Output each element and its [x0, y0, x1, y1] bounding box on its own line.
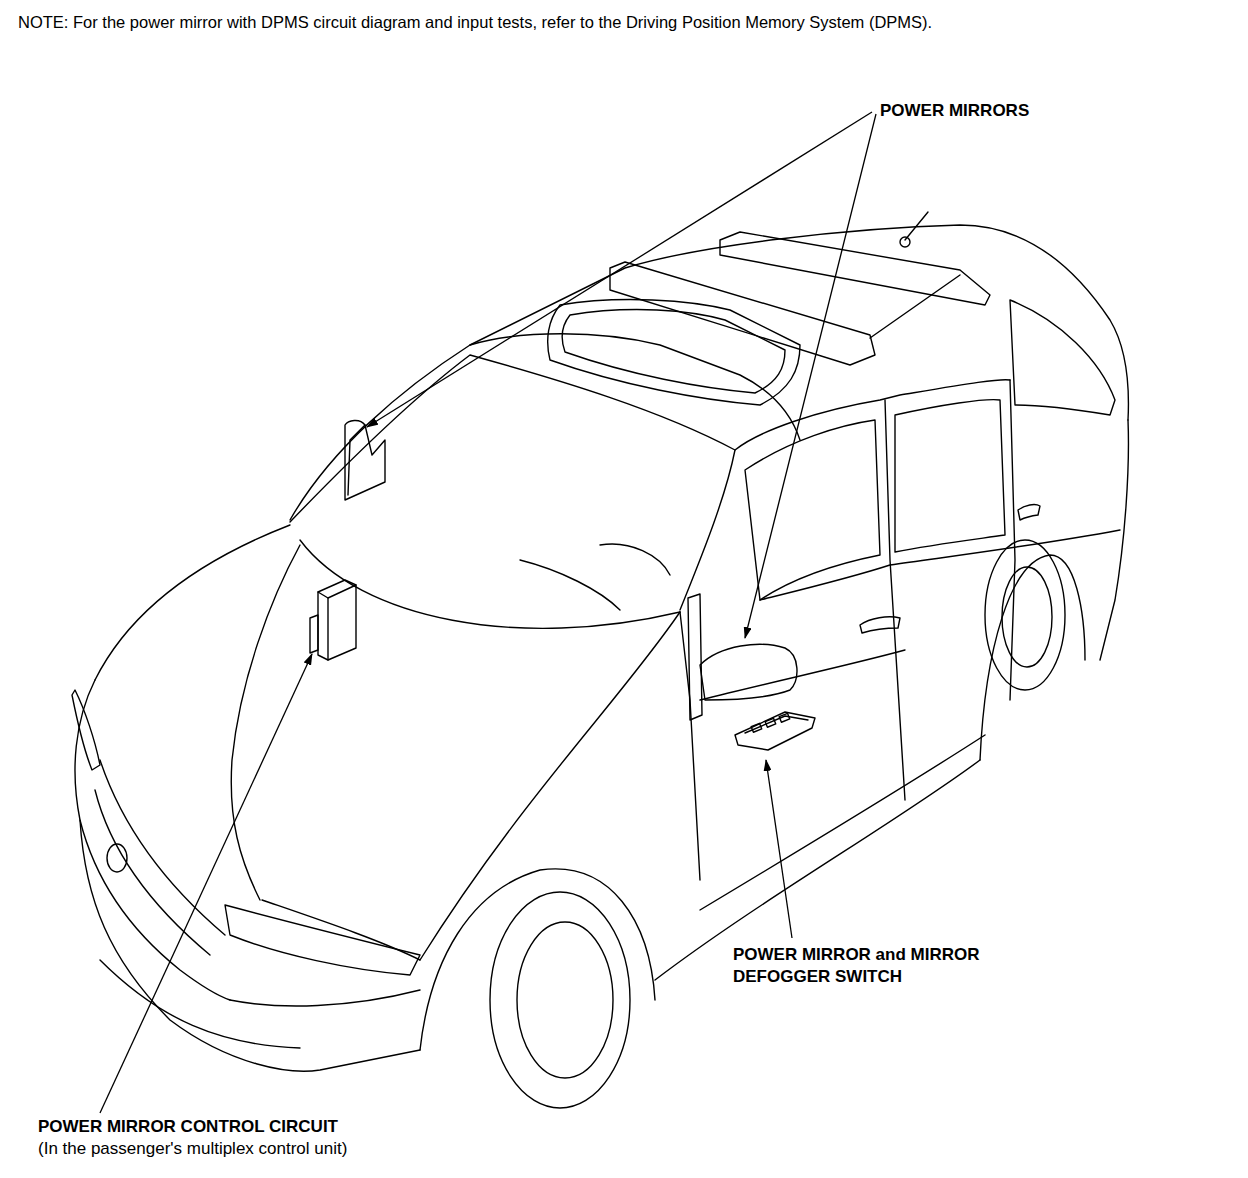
- note-text: NOTE: For the power mirror with DPMS cir…: [18, 12, 932, 32]
- part-location-note: (In the passenger's multiplex control un…: [38, 1138, 347, 1160]
- part-name: POWER MIRRORS: [880, 100, 1029, 122]
- part-name: POWER MIRROR CONTROL CIRCUIT: [38, 1116, 338, 1138]
- part-name: POWER MIRROR and MIRROR DEFOGGER SWITCH: [733, 944, 1033, 988]
